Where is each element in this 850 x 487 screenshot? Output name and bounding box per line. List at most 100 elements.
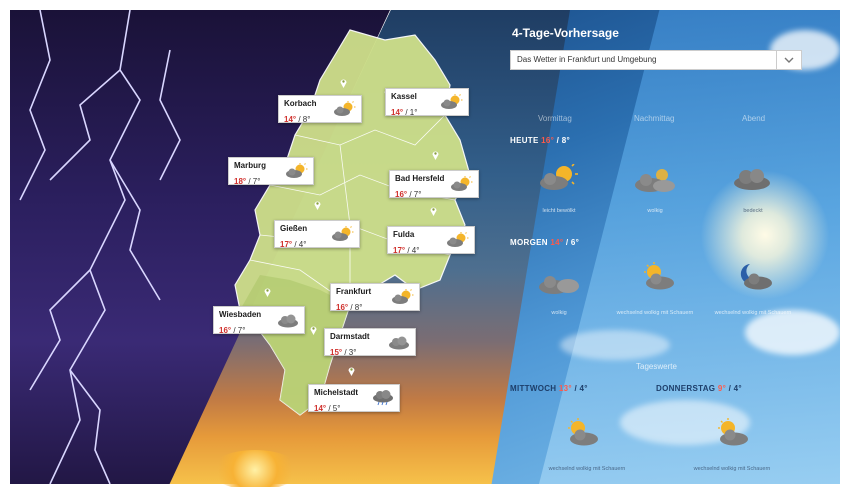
city-name: Bad Hersfeld — [395, 174, 445, 183]
cloud-decoration — [560, 330, 670, 360]
location-pin-icon — [340, 79, 347, 88]
sun-cloud-icon — [334, 101, 356, 116]
min-temp: 7° — [413, 190, 422, 199]
max-temp: 14° — [284, 115, 297, 124]
chevron-down-icon[interactable] — [776, 51, 801, 69]
min-temp: 4° — [298, 240, 307, 249]
temp-separator: / — [348, 303, 355, 312]
cloud-icon — [734, 169, 770, 190]
min-temp: 7° — [237, 326, 246, 335]
city-card-bad-hersfeld[interactable]: Bad Hersfeld 16° / 7° — [389, 170, 479, 199]
city-card-frankfurt[interactable]: Frankfurt 16° / 8° — [330, 283, 420, 312]
period-desc: wolkig — [647, 208, 663, 214]
min-temp: 4° — [411, 246, 420, 255]
daily-values-header: Tageswerte — [636, 362, 677, 371]
city-card-fulda[interactable]: Fulda 17° / 4° — [387, 226, 475, 255]
period-desc: bedeckt — [743, 208, 763, 214]
wednesday-row-label: MITTWOCH 13° / 4° — [510, 384, 588, 393]
min-temp: 3° — [348, 348, 357, 357]
city-card-marburg[interactable]: Marburg 18° / 7° — [228, 157, 314, 186]
region-select[interactable]: Das Wetter in Frankfurt und Umgebung — [510, 50, 802, 70]
city-card-korbach[interactable]: Korbach 14° / 8° — [278, 95, 362, 124]
sun-cloud-icon — [718, 418, 748, 446]
cloud-decoration — [745, 310, 840, 355]
city-name: Fulda — [393, 230, 415, 239]
city-name: Michelstadt — [314, 388, 359, 397]
temp-separator: / — [246, 177, 253, 186]
sun-cloud-icon — [447, 232, 469, 247]
day-min-temp: 4° — [733, 384, 742, 393]
day-label: DONNERSTAG — [656, 384, 716, 393]
today-row-label: HEUTE 16° / 8° — [510, 136, 570, 145]
max-temp: 15° — [330, 348, 343, 357]
city-card-darmstadt[interactable]: Darmstadt 15° / 3° — [324, 328, 416, 357]
min-temp: 1° — [409, 108, 418, 117]
city-name: Wiesbaden — [219, 310, 262, 319]
city-name: Gießen — [280, 224, 308, 233]
city-card-michelstadt[interactable]: Michelstadt 14° / 5° — [308, 384, 400, 413]
rain-cloud-icon — [373, 390, 393, 406]
day-min-temp: 8° — [561, 136, 570, 145]
max-temp: 17° — [280, 240, 293, 249]
sun-cloud-icon — [441, 94, 463, 109]
city-card-giessen[interactable]: Gießen 17° / 4° — [274, 220, 360, 249]
day-max-temp: 13° — [558, 384, 572, 393]
city-card-wiesbaden[interactable]: Wiesbaden 16° / 7° — [213, 306, 305, 335]
max-temp: 16° — [336, 303, 349, 312]
period-header-nachmittag: Nachmittag — [634, 114, 675, 123]
location-pin-icon — [432, 151, 439, 160]
temp-separator: / — [296, 115, 303, 124]
temp-separator: / — [405, 246, 412, 255]
forecast-title: 4-Tage-Vorhersage — [512, 26, 619, 40]
city-name: Marburg — [234, 161, 266, 170]
location-pin-icon — [314, 201, 321, 210]
period-desc: wechselnd wolkig mit Schauern — [714, 310, 792, 316]
day-desc: wechselnd wolkig mit Schauern — [693, 466, 771, 472]
sun-cloud-icon — [644, 262, 674, 290]
tomorrow-row-label: MORGEN 14° / 6° — [510, 238, 579, 247]
day-label: HEUTE — [510, 136, 539, 145]
region-select-value: Das Wetter in Frankfurt und Umgebung — [517, 55, 657, 64]
max-temp: 18° — [234, 177, 247, 186]
min-temp: 8° — [302, 115, 311, 124]
temp-separator: / — [326, 404, 333, 413]
lightning-icon — [19, 10, 181, 484]
day-label: MORGEN — [510, 238, 548, 247]
day-min-temp: 6° — [570, 238, 580, 247]
period-header-abend: Abend — [742, 114, 766, 123]
temp-separator: / — [563, 238, 571, 247]
sun-cloud-icon — [332, 226, 354, 241]
cloud-icon — [389, 336, 409, 350]
city-name: Frankfurt — [336, 287, 372, 296]
clouds-icon — [539, 276, 579, 294]
day-desc: wechselnd wolkig mit Schauern — [548, 466, 626, 472]
thursday-row-label: DONNERSTAG 9° / 4° — [656, 384, 742, 393]
location-pin-icon — [430, 207, 437, 216]
cloud-icon — [278, 314, 298, 328]
temp-separator: / — [403, 108, 410, 117]
max-temp: 14° — [314, 404, 327, 413]
sun-cloud-icon — [451, 176, 473, 191]
max-temp: 16° — [219, 326, 232, 335]
clouds-icon — [635, 169, 675, 192]
temp-separator: / — [231, 326, 238, 335]
min-temp: 8° — [354, 303, 363, 312]
day-max-temp: 14° — [550, 238, 564, 247]
temp-separator: / — [554, 136, 562, 145]
location-pin-icon — [348, 367, 355, 376]
city-name: Darmstadt — [330, 332, 370, 341]
day-max-temp: 9° — [717, 384, 727, 393]
city-card-kassel[interactable]: Kassel 14° / 1° — [385, 88, 469, 117]
max-temp: 14° — [391, 108, 404, 117]
city-name: Kassel — [391, 92, 417, 101]
day-min-temp: 4° — [579, 384, 588, 393]
temp-separator: / — [726, 384, 734, 393]
sun-cloud-icon — [286, 163, 308, 178]
temp-separator: / — [407, 190, 414, 199]
period-desc: leicht bewölkt — [542, 208, 576, 214]
temp-separator: / — [292, 240, 299, 249]
sun-cloud-icon — [540, 164, 578, 190]
sun-cloud-icon — [392, 289, 414, 304]
location-pin-icon — [264, 288, 271, 297]
